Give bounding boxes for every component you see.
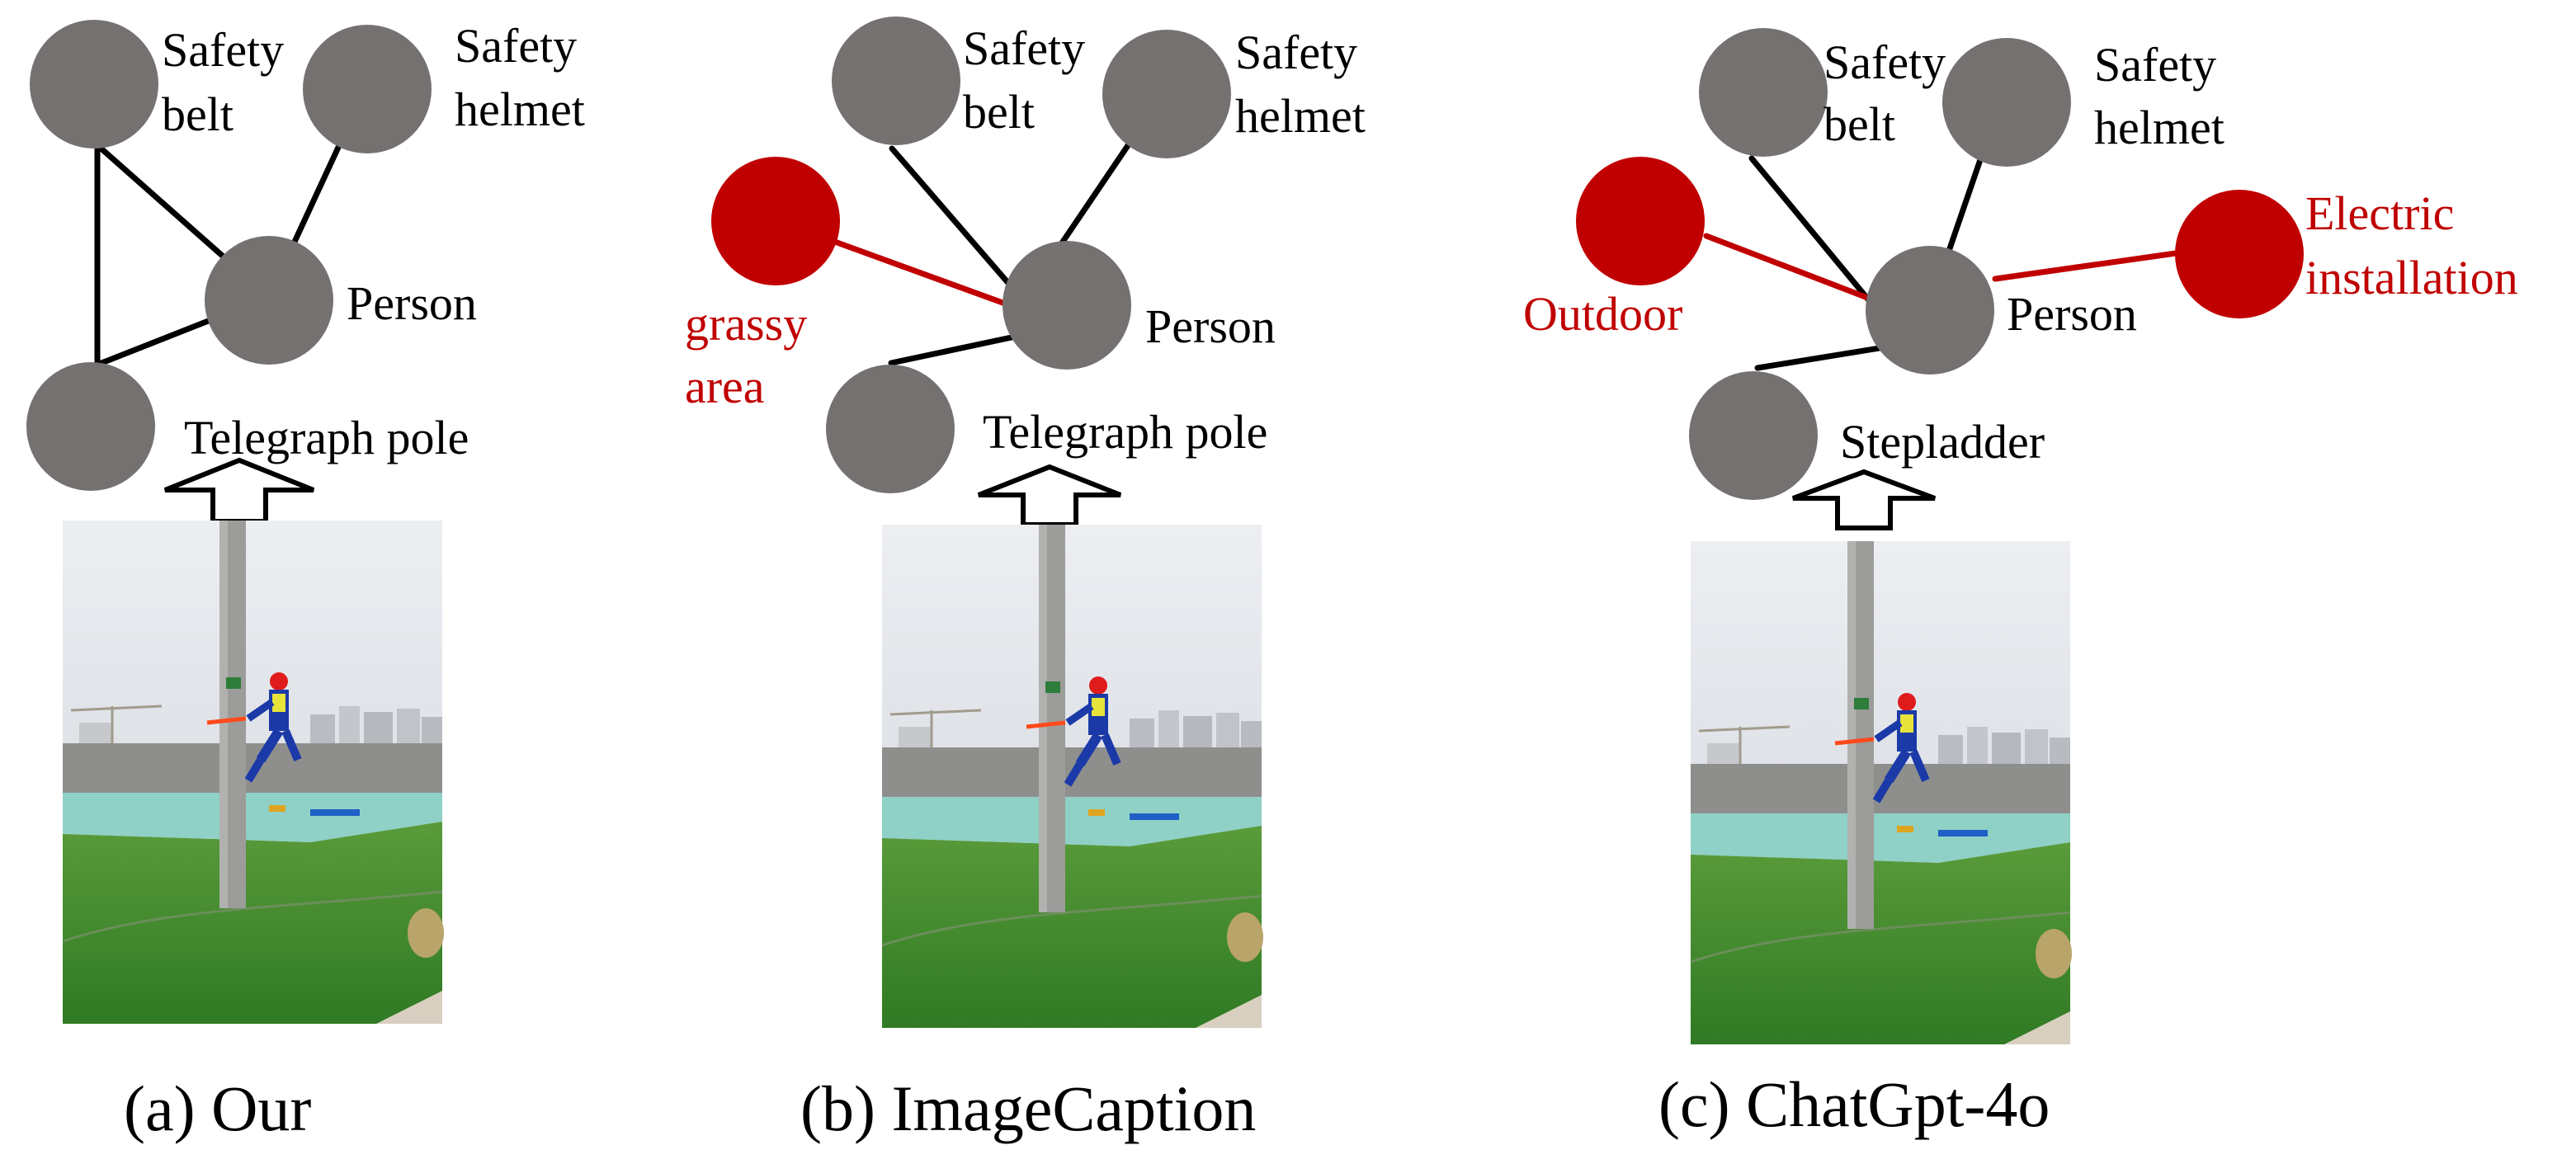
edge-belt-person [892,148,1023,300]
label-person: Person [1145,299,1276,353]
panel-c: Safety belt Safety helmet Person Steplad… [1523,28,2518,1140]
label-extra-left-line1: Outdoor [1523,287,1682,341]
photo-worker-on-pole [882,525,1263,1028]
node-telegraph-pole [26,362,155,491]
label-helmet-line1: Safety [1235,26,1357,79]
node-safety-belt [1699,28,1828,157]
node-telegraph-pole [826,365,955,493]
up-arrow-icon [1793,472,1935,528]
caption-b: (b) ImageCaption [800,1072,1256,1144]
node-person [1003,241,1131,370]
node-safety-helmet [1102,30,1231,158]
node-safety-helmet [1942,38,2071,167]
label-helmet-line2: helmet [455,82,585,136]
node-safety-belt [30,20,158,148]
label-belt-line1: Safety [1823,35,1946,89]
panel-a: Safety belt Safety helmet Person Telegra… [26,19,585,1144]
label-person: Person [347,276,477,330]
label-extra-right-line2: installation [2305,251,2518,304]
node-electric-installation [2175,190,2304,318]
label-object: Telegraph pole [184,411,469,464]
label-extra-left-line2: area [685,360,765,413]
photo-worker-on-pole [1691,541,2072,1044]
label-belt-line2: belt [963,85,1035,139]
label-person: Person [2007,287,2137,341]
panel-b: Safety belt Safety helmet Person Telegra… [685,16,1366,1144]
caption-c: (c) ChatGpt-4o [1658,1068,2050,1140]
edge-helmet-person [1947,150,1984,256]
caption-a: (a) Our [124,1072,311,1144]
label-belt-line2: belt [1823,97,1895,151]
up-arrow-icon [979,467,1121,525]
label-belt-line1: Safety [963,21,1085,75]
label-helmet-line1: Safety [2094,38,2216,92]
label-extra-right-line1: Electric [2305,186,2454,240]
label-extra-left-line1: grassy [685,297,807,351]
edge-stepladder-person [1757,346,1890,368]
edge-belt-person [1752,158,1869,300]
label-helmet-line2: helmet [2094,101,2225,154]
up-arrow-icon [165,460,314,521]
label-belt-line2: belt [162,87,234,141]
node-person [205,236,333,365]
edge-grassy-person [833,241,1023,310]
label-helmet-line1: Safety [455,19,577,73]
node-outdoor [1576,157,1705,285]
node-safety-helmet [303,25,432,153]
label-object: Telegraph pole [983,405,1267,459]
edge-pole-person [891,335,1023,363]
label-object: Stepladder [1840,415,2045,469]
label-belt-line1: Safety [162,23,284,77]
node-grassy-area [711,157,840,285]
node-stepladder [1689,371,1818,500]
photo-worker-on-pole [63,521,444,1024]
label-helmet-line2: helmet [1235,89,1366,143]
node-person [1866,246,1994,375]
node-safety-belt [832,16,960,145]
edge-electric-person [1995,252,2182,279]
